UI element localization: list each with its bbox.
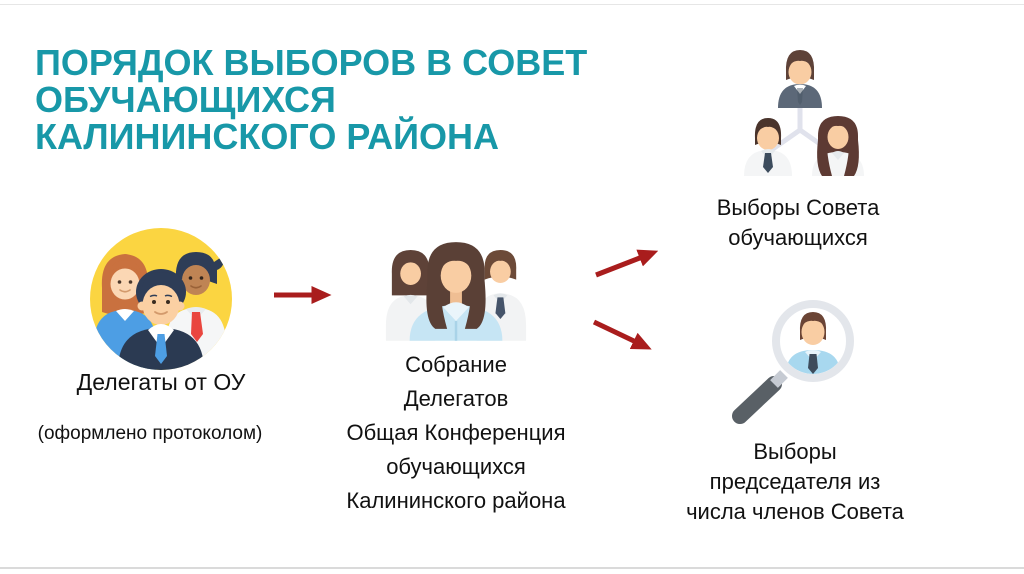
assembly-label-line: Собрание [405,352,507,377]
assembly-people-icon [385,242,527,341]
assembly-label-line: обучающихся [386,454,526,479]
delegates-label: Делегаты от ОУ [76,369,246,395]
chair-election-label-line: председателя из [709,469,881,494]
assembly-label-line: Делегатов [403,386,509,411]
org-hierarchy-icon [744,50,864,176]
council-election-label: Выборы Совета обучающихся [658,193,938,253]
title-line-3: КАЛИНИНСКОГО РАЙОНА [35,116,500,157]
title-line-2: ОБУЧАЮЩИХСЯ [35,79,336,120]
chair-election-label: Выборы председателя из числа членов Сове… [645,437,945,527]
title-line-1: ПОРЯДОК ВЫБОРОВ В СОВЕТ [35,42,588,83]
assembly-label-line: Калининского района [346,488,566,513]
page-title: ПОРЯДОК ВЫБОРОВ В СОВЕТ ОБУЧАЮЩИХСЯ КАЛИ… [35,44,655,155]
top-border-line [0,4,1024,5]
assembly-label: Собрание Делегатов Общая Конференция обу… [330,348,582,518]
chair-election-label-line: числа членов Совета [686,499,904,524]
delegates-note: (оформлено протоколом) [37,423,263,444]
council-election-label-line: обучающихся [728,225,868,250]
arrow-down-right-icon [592,319,652,350]
council-election-label-line: Выборы Совета [716,195,880,220]
magnifier-person-icon [732,300,854,424]
chair-election-label-line: Выборы [753,439,837,464]
assembly-label-line: Общая Конференция [346,420,566,445]
bottom-border-line [0,567,1024,569]
arrow-up-right-icon [595,249,659,278]
delegates-circle-icon [90,228,232,370]
